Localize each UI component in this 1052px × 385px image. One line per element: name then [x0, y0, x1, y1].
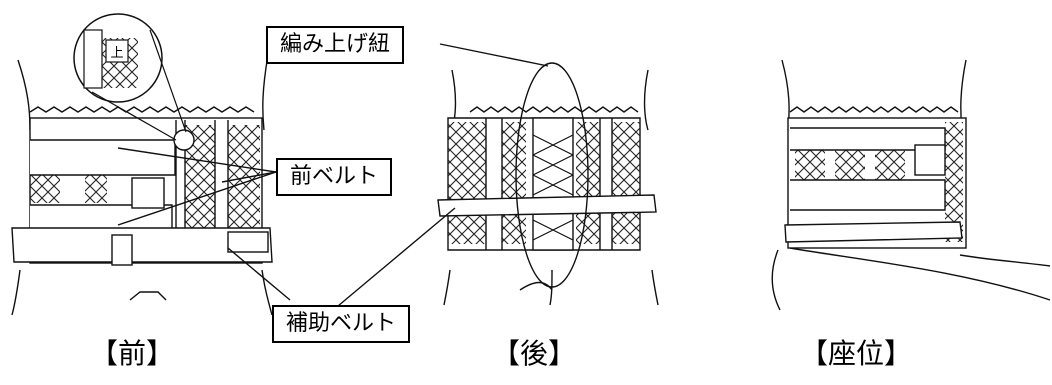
aux-belt-label: 補助ベルト: [272, 305, 411, 343]
front-view-caption: 【前】: [90, 337, 175, 370]
lacing-cord-label: 編み上げ紐: [266, 26, 405, 64]
back-view-caption: 【後】: [492, 337, 577, 370]
seated-view-figure: [771, 59, 1051, 311]
seated-view-caption: 【座位】: [800, 337, 913, 370]
front-belt-label: 前ベルト: [276, 158, 393, 196]
leader-lines: [117, 43, 549, 307]
inset-mark: 上: [110, 46, 123, 61]
front-view-figure: [11, 54, 273, 316]
back-view-figure: [437, 62, 659, 306]
magnified-inset: [73, 13, 187, 141]
